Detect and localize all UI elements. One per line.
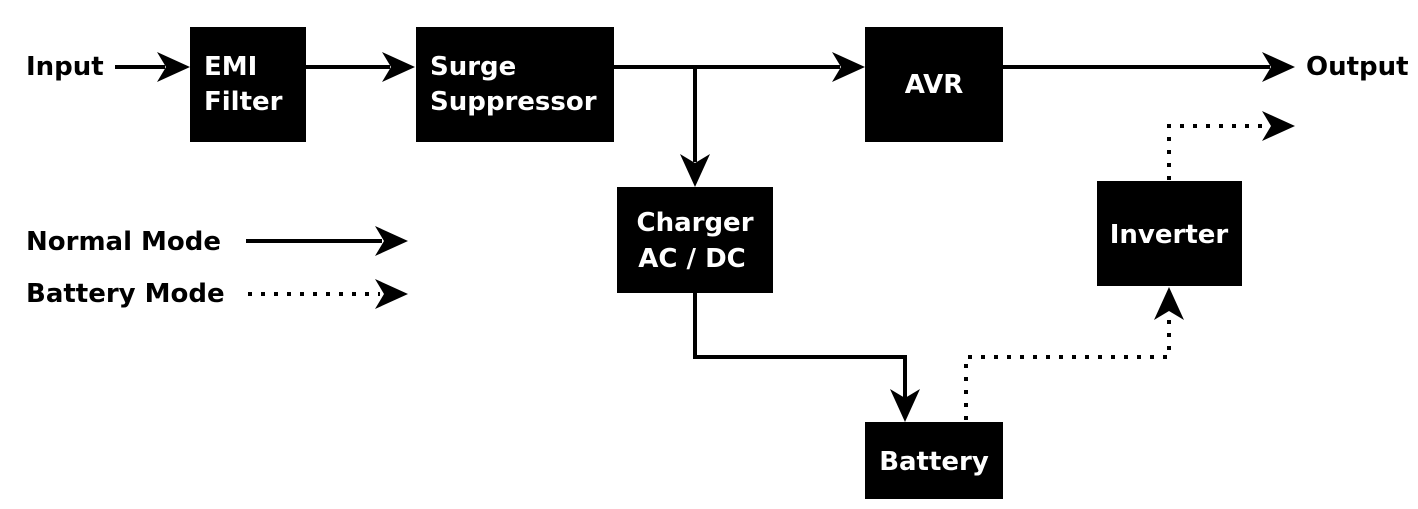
emi-to-surge-arrow [306, 52, 415, 82]
avr-block: AVR [865, 27, 1003, 142]
surge-suppressor-block: Surge Suppressor [416, 27, 614, 142]
avr-to-output-arrow [1003, 52, 1295, 82]
emi-filter-line-1: EMI [204, 52, 257, 82]
surge-suppressor-line-2: Suppressor [430, 87, 597, 117]
input-to-emi-arrow [115, 52, 190, 82]
emi-filter-line-2: Filter [204, 87, 283, 117]
battery-block: Battery [865, 422, 1003, 499]
battery-to-inverter-arrow [964, 287, 1184, 420]
legend-solid-arrow [246, 226, 408, 256]
surge-to-avr-arrow [614, 52, 865, 82]
charger-to-battery-arrow [693, 293, 920, 422]
charger-line-2: AC / DC [638, 244, 745, 274]
charger-line-1: Charger [636, 208, 753, 238]
inverter-label: Inverter [1110, 220, 1229, 250]
avr-label: AVR [905, 70, 964, 100]
output-label: Output [1306, 52, 1409, 82]
surge-to-charger-arrow [680, 67, 710, 187]
legend-normal-mode-label: Normal Mode [26, 227, 221, 257]
legend-battery-mode-label: Battery Mode [26, 279, 225, 309]
emi-filter-block: EMI Filter [190, 27, 306, 142]
charger-box [617, 187, 773, 293]
charger-block: Charger AC / DC [617, 187, 773, 293]
legend-dotted-arrow [248, 279, 408, 309]
legend: Normal Mode Battery Mode [26, 226, 408, 309]
battery-label: Battery [879, 447, 989, 477]
input-label: Input [26, 52, 104, 82]
surge-suppressor-box [416, 27, 614, 142]
battery-box [865, 422, 1003, 499]
surge-suppressor-line-1: Surge [430, 52, 516, 82]
inverter-block: Inverter [1097, 181, 1242, 286]
emi-filter-box [190, 27, 306, 142]
inverter-to-output-arrow [1167, 111, 1295, 180]
avr-box [865, 27, 1003, 142]
inverter-box [1097, 181, 1242, 286]
